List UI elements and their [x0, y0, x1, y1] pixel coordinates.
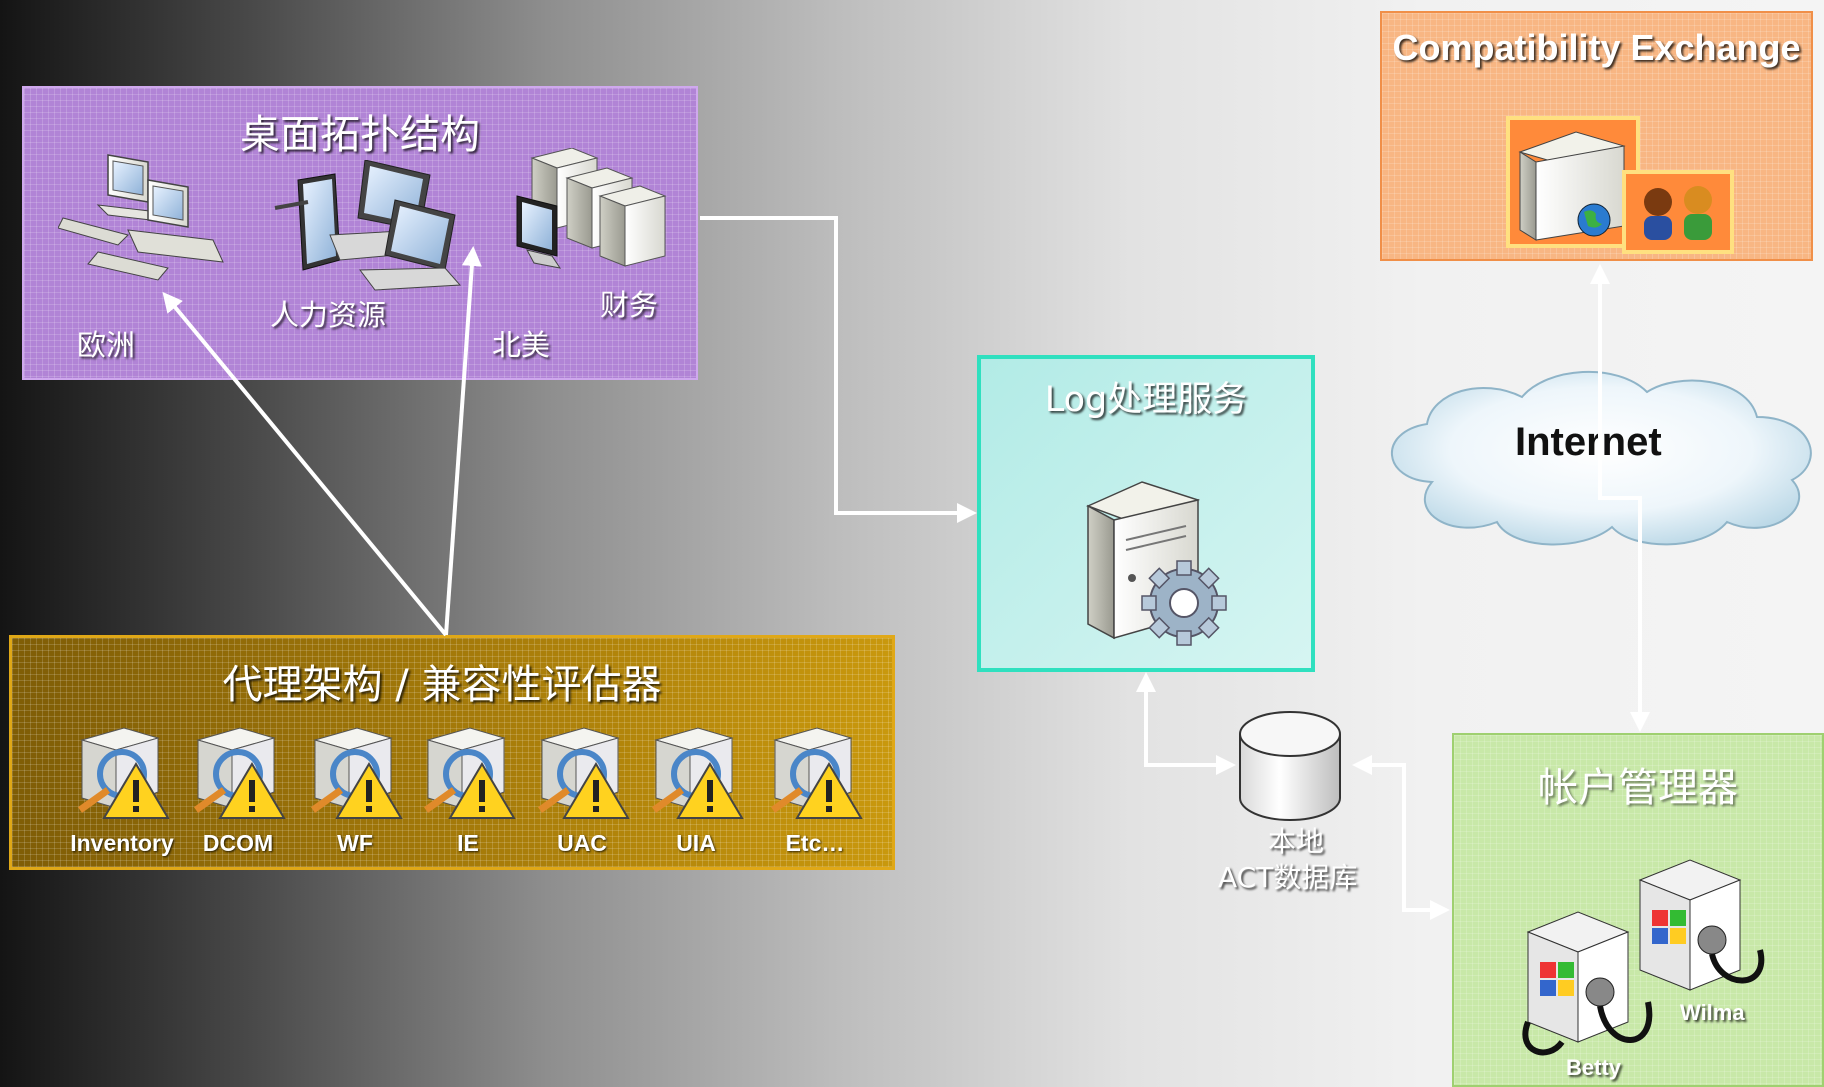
tool-label: UIA [676, 830, 716, 856]
internet-label: Internet [1515, 420, 1662, 464]
label-north-america: 北美 [492, 328, 551, 362]
database-label-line2: ACT数据库 [1218, 861, 1358, 894]
database-cylinder-icon [1239, 711, 1341, 821]
tablet-laptops-icon [274, 160, 462, 291]
label-hr: 人力资源 [270, 298, 387, 332]
desktop-topology-title: 桌面拓扑结构 [240, 112, 480, 158]
warning-tool-icon-etc [770, 727, 863, 819]
tool-label: UAC [557, 830, 607, 856]
log-service-title: Log处理服务 [1044, 380, 1248, 420]
tool-label: DCOM [202, 830, 274, 856]
exchange-server-users-icon [1506, 116, 1734, 254]
warning-tool-icon-dcom [193, 727, 286, 819]
warning-tool-icon-inventory [77, 727, 170, 819]
account-manager-title: 帐户管理器 [1538, 765, 1738, 811]
tool-label: WF [337, 830, 373, 856]
connector-desktop-to-log [700, 216, 977, 523]
account-manager-panel: 帐户管理器 [1452, 733, 1824, 1087]
agent-architecture-title: 代理架构 / 兼容性评估器 [222, 662, 662, 708]
warning-tool-icon-ie [423, 727, 516, 819]
user-label-betty: Betty [1566, 1055, 1622, 1080]
tool-label: Etc… [785, 830, 845, 856]
package-icon-betty [1522, 911, 1653, 1056]
server-gear-icon [1086, 481, 1227, 646]
agent-architecture-panel: 代理架构 / 兼容性评估器 [9, 635, 895, 870]
warning-tool-icon-uac [537, 727, 630, 819]
warning-tool-icon-wf [310, 727, 403, 819]
desktop-computers-icon [58, 154, 224, 281]
warning-tool-icon-uia [651, 727, 744, 819]
tool-label: IE [457, 830, 479, 856]
label-finance: 财务 [600, 288, 659, 322]
connector-log-to-database [1144, 676, 1232, 767]
tool-label: Inventory [70, 830, 174, 856]
connector-database-to-account [1356, 763, 1450, 920]
user-label-wilma: Wilma [1680, 1000, 1745, 1025]
compatibility-exchange-title: Compatibility Exchange [1392, 27, 1801, 68]
label-europe: 欧洲 [77, 328, 136, 362]
server-rack-icon [516, 148, 667, 269]
package-icon-wilma [1638, 859, 1765, 991]
database-label-line1: 本地 [1268, 825, 1325, 858]
